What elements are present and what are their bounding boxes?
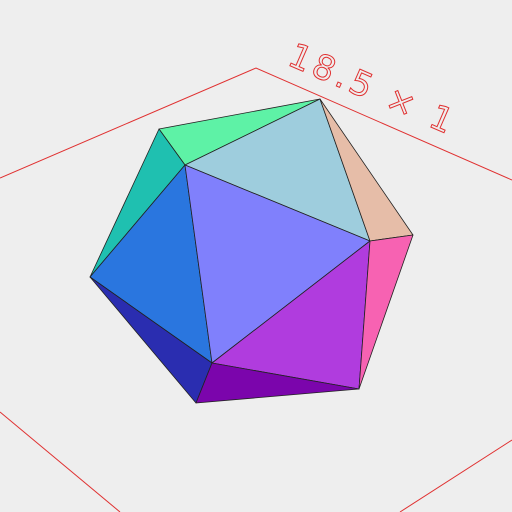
face-right-edge[interactable] xyxy=(358,234,414,390)
build-plate xyxy=(0,67,512,512)
build-plate-back-edges xyxy=(0,67,512,181)
icosahedron-model[interactable] xyxy=(89,98,414,404)
face-bottom-center[interactable] xyxy=(195,362,360,404)
build-plate-front-right-edge xyxy=(399,439,512,512)
build-plate-front-left-edge xyxy=(0,411,121,512)
